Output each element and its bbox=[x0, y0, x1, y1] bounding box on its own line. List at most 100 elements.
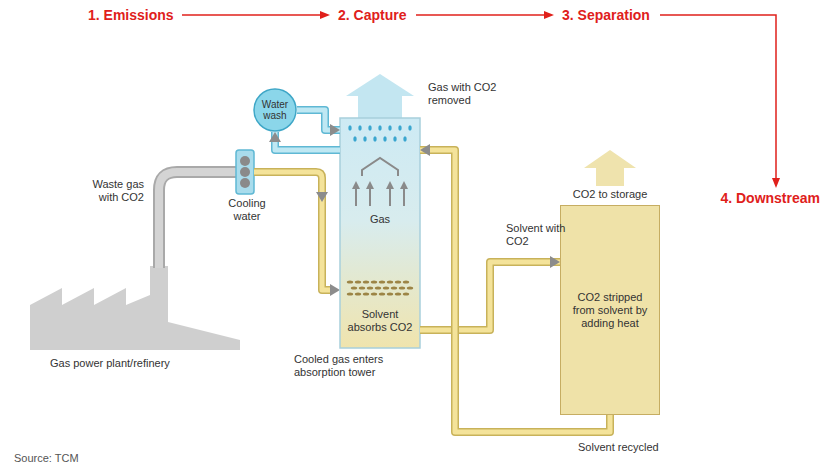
water-drop bbox=[388, 125, 391, 130]
part-label: Gas power plant/refinery bbox=[50, 357, 220, 370]
stage-arrowhead bbox=[544, 11, 554, 19]
cooler-coil bbox=[240, 167, 250, 177]
cooler-coil bbox=[240, 156, 250, 166]
packing-pellet bbox=[383, 286, 389, 289]
part-label: Cooling water bbox=[218, 197, 276, 223]
water-drop bbox=[353, 136, 356, 141]
flow-arrowhead bbox=[330, 124, 340, 136]
flow-arrowhead bbox=[550, 256, 560, 268]
water-drop bbox=[358, 125, 361, 130]
stripper-tank: CO2 stripped from solvent by adding heat bbox=[560, 205, 660, 415]
packing-pellet bbox=[399, 286, 405, 289]
packing-pellet bbox=[351, 286, 357, 289]
cooler-unit bbox=[236, 150, 254, 194]
pipe-connector bbox=[269, 132, 340, 150]
stage-heading: 4. Downstream bbox=[720, 190, 820, 206]
node-title: CO2 stripped from solvent by adding heat bbox=[569, 291, 651, 330]
stage-arrow bbox=[416, 14, 546, 16]
packing-pellet bbox=[403, 292, 409, 295]
cooler-coil bbox=[240, 178, 250, 188]
packing-pellet bbox=[363, 280, 369, 283]
stage-heading: 2. Capture bbox=[338, 7, 406, 23]
packing-pellet bbox=[355, 280, 361, 283]
stage-arrow bbox=[660, 15, 776, 180]
packing-pellet bbox=[379, 292, 385, 295]
packing-pellet bbox=[359, 286, 365, 289]
pipe-outline bbox=[420, 262, 560, 330]
stage-arrowhead bbox=[320, 11, 330, 19]
circle-fill bbox=[254, 89, 296, 131]
flow-arrowhead bbox=[316, 192, 328, 202]
packing-pellet bbox=[371, 292, 377, 295]
water-drop bbox=[408, 125, 411, 130]
cooled-gas-pipe bbox=[254, 172, 332, 290]
stage-arrowhead bbox=[772, 178, 780, 188]
stage-arrow bbox=[182, 14, 322, 16]
water-drop bbox=[373, 136, 376, 141]
gas-flow-arrow bbox=[403, 188, 405, 206]
packing-pellet bbox=[371, 280, 377, 283]
packing-pellet bbox=[379, 280, 385, 283]
water-drop bbox=[363, 136, 366, 141]
stage-heading: 1. Emissions bbox=[88, 7, 174, 23]
gas-flow-arrowhead bbox=[352, 181, 360, 189]
packing-pellet bbox=[391, 286, 397, 289]
flow-arrowhead bbox=[269, 132, 281, 142]
storage-arrow bbox=[584, 150, 636, 186]
flow-label: Solvent with CO2 bbox=[506, 222, 568, 248]
packing-pellet bbox=[347, 292, 353, 295]
gas-flow-arrowhead bbox=[386, 181, 394, 189]
water-drop bbox=[378, 125, 381, 130]
water-drop bbox=[393, 136, 396, 141]
packing-pellet bbox=[355, 292, 361, 295]
flow-label: Cooled gas enters absorption tower bbox=[294, 353, 424, 379]
packing-pellet bbox=[367, 286, 373, 289]
flow-arrowhead bbox=[420, 144, 430, 156]
tower-body bbox=[340, 118, 420, 348]
gas-flow-arrow bbox=[369, 188, 371, 206]
water-drop bbox=[403, 136, 406, 141]
node-title: Water wash bbox=[253, 99, 297, 121]
pipe-core bbox=[420, 262, 560, 330]
factory-silhouette bbox=[30, 266, 240, 350]
node-title: Gas bbox=[340, 213, 420, 226]
source-note: Source: TCM bbox=[14, 452, 134, 465]
flow-label: Waste gas with CO2 bbox=[80, 178, 144, 204]
absorption-tower: GasSolvent absorbs CO2 bbox=[340, 118, 420, 348]
packing-pellet bbox=[347, 280, 353, 283]
flow-label: Gas with CO2 removed bbox=[428, 81, 512, 107]
clean-gas-arrow bbox=[346, 74, 414, 118]
pipe-core bbox=[275, 132, 340, 150]
node-text: Solvent absorbs CO2 bbox=[340, 308, 420, 334]
water-drop bbox=[398, 125, 401, 130]
stage-heading: 3. Separation bbox=[562, 7, 650, 23]
pipe-outline bbox=[275, 132, 340, 150]
packing-pellet bbox=[403, 280, 409, 283]
gas-flow-arrowhead bbox=[400, 181, 408, 189]
water-wash-circle: Water wash bbox=[253, 88, 297, 132]
flow-label: Solvent recycled bbox=[578, 441, 678, 454]
water-drop bbox=[368, 125, 371, 130]
packing-pellet bbox=[387, 292, 393, 295]
tower-hood bbox=[362, 158, 398, 176]
flow-arrowhead bbox=[330, 284, 340, 296]
gas-flow-arrow bbox=[389, 188, 391, 206]
pipe-connector bbox=[297, 110, 340, 136]
waste-gas-pipe bbox=[159, 172, 236, 268]
packing-pellet bbox=[363, 292, 369, 295]
cooled-gas-pipe-core bbox=[254, 172, 332, 290]
packing-pellet bbox=[387, 280, 393, 283]
packing-pellet bbox=[375, 286, 381, 289]
waste-gas-pipe-core bbox=[159, 172, 236, 268]
packing-pellet bbox=[395, 280, 401, 283]
water-drop bbox=[383, 136, 386, 141]
gas-flow-arrowhead bbox=[366, 181, 374, 189]
packing-pellet bbox=[395, 292, 401, 295]
pipe-connector bbox=[420, 256, 560, 330]
packing-pellet bbox=[407, 286, 413, 289]
flow-label: CO2 to storage bbox=[566, 188, 654, 201]
water-drop bbox=[348, 125, 351, 130]
